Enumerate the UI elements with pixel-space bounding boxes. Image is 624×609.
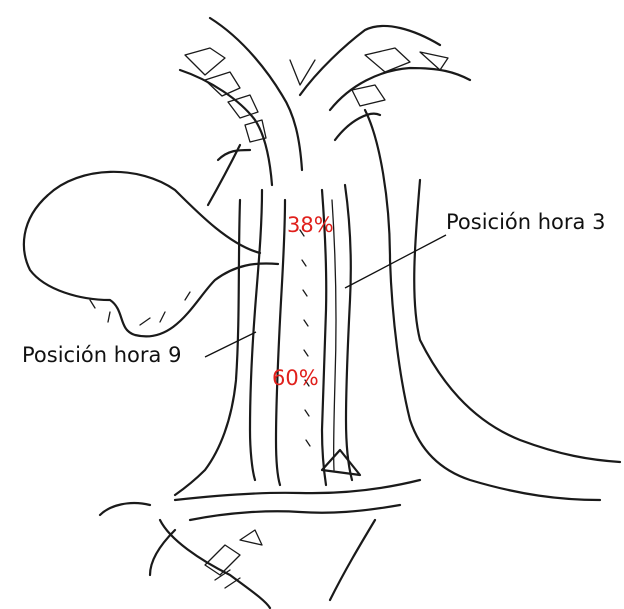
right-hepatic-radicles xyxy=(352,48,448,106)
leader-position-9 xyxy=(205,332,256,357)
left-duct-wall-inner xyxy=(276,200,285,485)
left-hepatic-duct xyxy=(180,18,302,185)
left-lower-vessel xyxy=(100,503,175,575)
left-hepatic-radicles xyxy=(185,48,266,142)
position-9-label: Posición hora 9 xyxy=(22,345,181,366)
percent-label-upper: 38% xyxy=(287,215,334,236)
right-duct-wall-outer xyxy=(345,185,352,480)
percent-label-lower: 60% xyxy=(272,368,319,389)
right-lateral-vessel xyxy=(365,110,600,500)
lower-triangle xyxy=(322,450,360,475)
left-duct-wall-outer xyxy=(250,190,262,480)
leader-position-3 xyxy=(345,235,446,288)
cystic-duct xyxy=(208,145,250,205)
position-3-label: Posición hora 3 xyxy=(446,212,605,233)
gallbladder-shading xyxy=(90,292,190,325)
duct-lumen-line xyxy=(332,200,336,470)
lower-confluence xyxy=(175,480,420,520)
right-hepatic-duct xyxy=(300,26,470,110)
duct-center-hatching xyxy=(300,230,310,446)
lower-branches xyxy=(205,530,262,588)
right-outer-vessel xyxy=(335,114,620,462)
left-lateral-vessel xyxy=(175,200,240,495)
duodenal-arc xyxy=(160,520,375,608)
